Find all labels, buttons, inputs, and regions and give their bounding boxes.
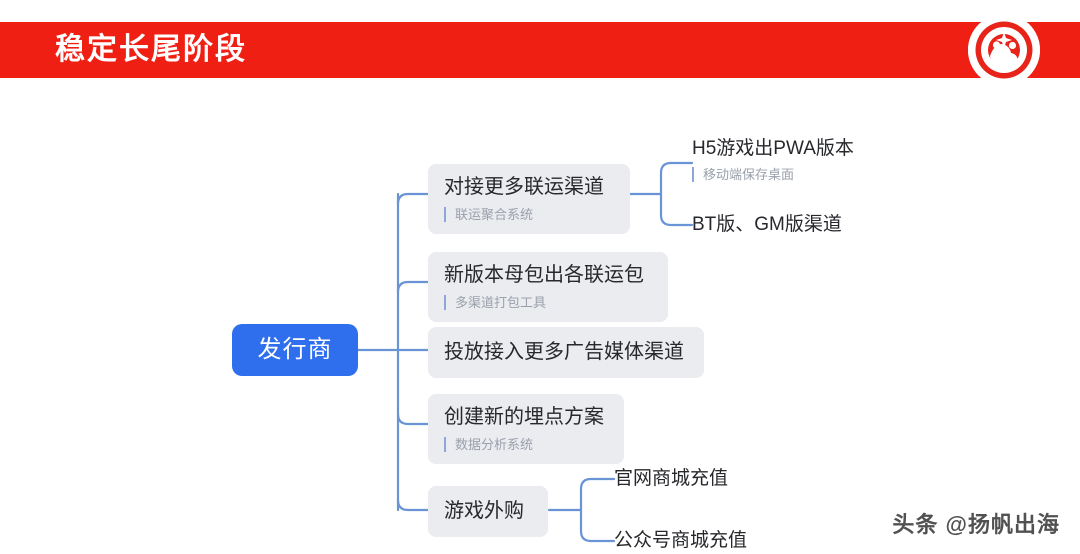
brand-logo-icon [968,14,1040,86]
mindmap-branch-node-5[interactable]: 游戏外购 [428,486,548,537]
connector-sub1-child-2 [659,192,694,227]
connector-sub5-child-2 [579,508,616,543]
mindmap-branch-node-1[interactable]: 对接更多联运渠道 联运聚合系统 [428,164,630,234]
branch-4-subtitle: 数据分析系统 [444,436,608,454]
mindmap-leaf-node-5-2[interactable]: 公众号商城充值 [614,528,747,554]
branch-3-title: 投放接入更多广告媒体渠道 [444,341,684,363]
leaf-1-1-title: H5游戏出PWA版本 [692,138,854,159]
branch-1-subtitle: 联运聚合系统 [444,206,614,224]
connector-branch-4 [396,412,430,426]
connector-branch-5 [396,498,430,512]
mindmap-leaf-node-5-1[interactable]: 官网商城充值 [614,466,728,492]
branch-4-title: 创建新的埋点方案 [444,406,604,428]
mindmap-leaf-node-1-2[interactable]: BT版、GM版渠道 [692,212,842,238]
mindmap-branch-node-3[interactable]: 投放接入更多广告媒体渠道 [428,327,704,378]
connector-branch-1 [396,192,430,206]
watermark: 头条 @扬帆出海 [892,512,1060,537]
leaf-1-2-title: BT版、GM版渠道 [692,214,842,235]
connector-sub5-child-1 [579,477,616,512]
leaf-5-1-title: 官网商城充值 [614,468,729,489]
page-title: 稳定长尾阶段 [55,33,247,66]
mindmap-root-node[interactable]: 发行商 [232,324,358,376]
header-bar [0,22,1080,78]
mindmap-connectors [356,161,694,543]
mindmap-root-label: 发行商 [257,336,333,363]
branch-2-title: 新版本母包出各联运包 [444,264,644,286]
mindmap-branch-node-4[interactable]: 创建新的埋点方案 数据分析系统 [428,394,624,464]
connector-branch-2 [396,280,430,294]
connector-sub1-child-1 [659,161,694,196]
mindmap-leaf-node-1-1[interactable]: H5游戏出PWA版本 移动端保存桌面 [692,136,854,184]
branch-2-subtitle: 多渠道打包工具 [444,294,652,312]
branch-5-title: 游戏外购 [444,500,524,522]
leaf-5-2-title: 公众号商城充值 [614,530,748,551]
brand-logo [968,14,1040,86]
mindmap-branch-node-2[interactable]: 新版本母包出各联运包 多渠道打包工具 [428,252,668,322]
leaf-1-1-subtitle: 移动端保存桌面 [692,166,854,184]
branch-1-title: 对接更多联运渠道 [444,176,604,198]
mindmap-canvas: 发行商 对接更多联运渠道 联运聚合系统 H5游戏出PWA版本 移动端保存桌面 B… [0,78,1080,551]
